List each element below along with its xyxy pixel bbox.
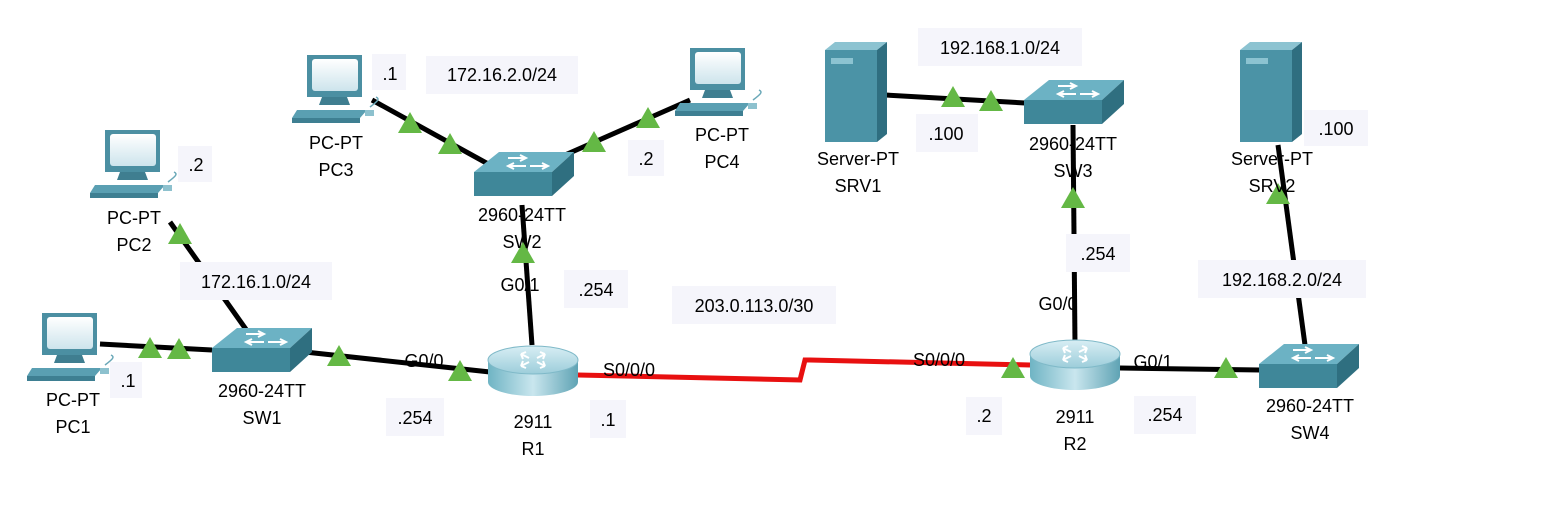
pc1-type-label: PC-PT	[46, 390, 100, 410]
pc4-name-label: PC4	[704, 152, 739, 172]
link-light-sw2-pc4	[582, 131, 606, 152]
srv1-address-label: .100	[928, 124, 963, 144]
r2-g00-address-label: .254	[1080, 244, 1115, 264]
sw3-name-label: SW3	[1053, 161, 1092, 181]
sw4-icon[interactable]	[1258, 343, 1360, 389]
r1-g01-interface-label: G0/1	[500, 275, 539, 295]
sw1-icon[interactable]	[211, 327, 313, 373]
cable-r1-r2-serial[interactable]	[577, 357, 1031, 383]
pc4-type-label: PC-PT	[695, 125, 749, 145]
srv1-name-label: SRV1	[835, 176, 882, 196]
label-boxes	[110, 28, 1368, 438]
sw2-name-label: SW2	[502, 232, 541, 252]
srv1-icon[interactable]	[825, 42, 887, 142]
cable-pc4-sw2[interactable]	[563, 97, 692, 158]
r2-s000-interface-label: S0/0/0	[913, 350, 965, 370]
network-lan2-label: 172.16.2.0/24	[447, 65, 557, 85]
cable-sw2-r1[interactable]	[519, 204, 535, 346]
r2-g00-interface-label: G0/0	[1038, 294, 1077, 314]
devices	[26, 42, 1360, 397]
r1-name-label: R1	[521, 439, 544, 459]
pc3-type-label: PC-PT	[309, 133, 363, 153]
sw3-icon[interactable]	[1023, 79, 1125, 125]
pc1-address-label: .1	[120, 371, 135, 391]
pc2-type-label: PC-PT	[107, 208, 161, 228]
srv2-address-label: .100	[1318, 119, 1353, 139]
pc4-icon[interactable]	[674, 47, 762, 117]
sw3-type-label: 2960-24TT	[1029, 134, 1117, 154]
pc3-name-label: PC3	[318, 160, 353, 180]
r2-icon[interactable]	[1029, 339, 1121, 391]
pc2-address-label: .2	[188, 155, 203, 175]
r1-s000-address-label: .1	[600, 410, 615, 430]
srv2-name-label: SRV2	[1249, 176, 1296, 196]
r1-icon[interactable]	[487, 345, 579, 397]
r2-g01-address-label: .254	[1147, 405, 1182, 425]
srv2-type-label: Server-PT	[1231, 149, 1313, 169]
r1-g00-interface-label: G0/0	[404, 351, 443, 371]
r2-name-label: R2	[1063, 434, 1086, 454]
pc1-name-label: PC1	[55, 417, 90, 437]
pc2-icon[interactable]	[89, 129, 177, 199]
pc2-name-label: PC2	[116, 235, 151, 255]
srv1-type-label: Server-PT	[817, 149, 899, 169]
link-light-r2-s000	[1001, 357, 1025, 378]
r1-type-label: 2911	[514, 412, 553, 432]
cable-r2-sw4[interactable]	[1119, 365, 1261, 373]
network-lan3-label: 192.168.1.0/24	[940, 38, 1060, 58]
network-wan-label: 203.0.113.0/30	[695, 296, 814, 316]
cable-pc1-sw1[interactable]	[99, 341, 213, 353]
sw4-type-label: 2960-24TT	[1266, 396, 1354, 416]
r1-g00-address-label: .254	[397, 408, 432, 428]
pc1-icon[interactable]	[26, 312, 114, 382]
sw1-name-label: SW1	[242, 408, 281, 428]
link-light-sw3-r2	[1061, 187, 1085, 208]
network-lan4-label: 192.168.2.0/24	[1222, 270, 1342, 290]
sw4-name-label: SW4	[1290, 423, 1329, 443]
r1-s000-interface-label: S0/0/0	[603, 360, 655, 380]
pc3-icon[interactable]	[291, 54, 379, 124]
text-labels: PC-PT PC1 .1 PC-PT PC2 .2 PC-PT PC3 .1 P…	[46, 38, 1354, 459]
r2-type-label: 2911	[1056, 407, 1095, 427]
r2-s000-address-label: .2	[976, 406, 991, 426]
cable-srv2-sw4[interactable]	[1275, 144, 1308, 346]
sw2-icon[interactable]	[473, 151, 575, 197]
r2-g01-interface-label: G0/1	[1133, 352, 1172, 372]
cable-pc3-sw2[interactable]	[370, 97, 492, 168]
r1-g01-address-label: .254	[578, 280, 613, 300]
network-lan1-label: 172.16.1.0/24	[201, 272, 311, 292]
sw2-type-label: 2960-24TT	[478, 205, 566, 225]
pc3-address-label: .1	[382, 64, 397, 84]
pc4-address-label: .2	[638, 149, 653, 169]
srv2-icon[interactable]	[1240, 42, 1302, 142]
sw1-type-label: 2960-24TT	[218, 381, 306, 401]
